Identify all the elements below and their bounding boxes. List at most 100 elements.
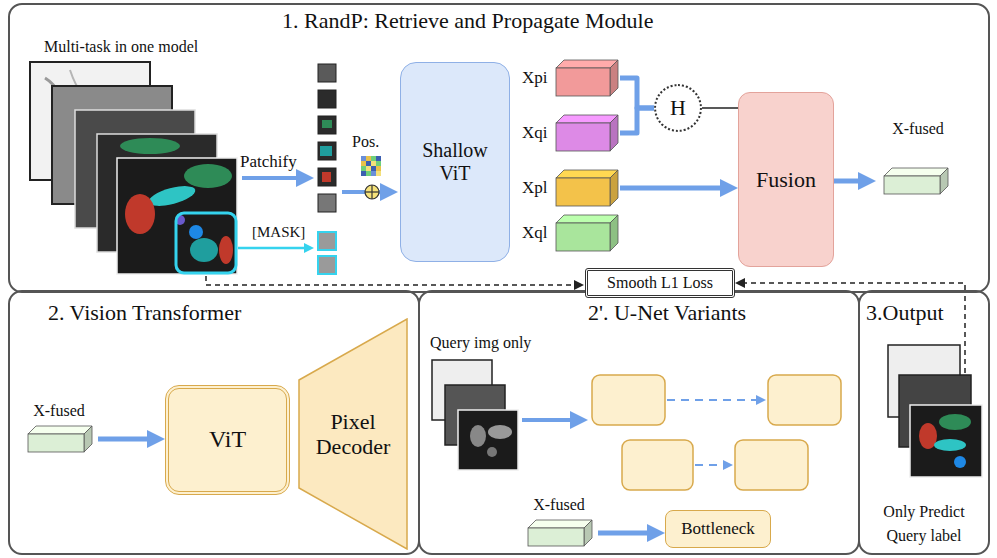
image-stack xyxy=(219,236,233,264)
bottleneck-box: Bottleneck xyxy=(665,510,771,548)
feature-cuboid xyxy=(556,115,618,123)
image-stack xyxy=(184,164,232,188)
flow-arrow xyxy=(242,176,302,180)
node-label: ViT xyxy=(209,426,246,454)
position-embedding xyxy=(361,171,366,176)
patch-column xyxy=(318,168,336,186)
feature-cuboid xyxy=(610,215,618,251)
patch-column xyxy=(320,146,332,156)
feature-cuboid xyxy=(28,426,92,434)
position-embedding xyxy=(376,166,381,171)
query-image-stack xyxy=(458,410,518,470)
node-label: Xql xyxy=(522,223,548,243)
feature-cuboid xyxy=(556,215,618,223)
loss-leader xyxy=(206,276,576,285)
feature-cuboid xyxy=(584,520,592,546)
patch-column xyxy=(318,232,336,250)
image-stack xyxy=(120,138,180,154)
flow-arrow xyxy=(620,186,726,191)
panel-heading: 2'. U-Net Variants xyxy=(588,300,746,325)
feature-cuboid xyxy=(610,115,618,151)
module-panel: X-fusedViT Pixel Decoder 2. Vision Transfo… xyxy=(8,290,420,555)
add-symbol xyxy=(371,185,372,199)
position-embedding xyxy=(361,166,366,171)
position-embedding xyxy=(366,166,371,171)
node-label: Pixel Decoder xyxy=(303,409,403,460)
output-panel: 3.OutputOnly Predict Query label xyxy=(858,290,990,555)
position-embedding xyxy=(371,166,376,171)
position-embedding xyxy=(371,161,376,166)
encoder-box: Shallow ViT xyxy=(400,62,510,262)
unet-block xyxy=(768,375,841,425)
flow-arrow xyxy=(620,78,654,108)
feature-cuboid xyxy=(940,168,948,194)
image-stack xyxy=(125,194,155,234)
feature-token: Xpi xyxy=(522,58,620,98)
query-image-stack xyxy=(487,447,497,457)
query-image-stack xyxy=(432,360,518,470)
node-label: X-fused xyxy=(20,402,98,420)
flow-arrow xyxy=(834,179,864,184)
node-label: Xpl xyxy=(522,178,548,198)
feature-cuboid xyxy=(556,123,610,151)
add-symbol xyxy=(365,185,379,199)
loss-arrow xyxy=(743,283,965,290)
panel-heading: 1. RandP: Retrieve and Propagate Module xyxy=(282,8,653,33)
output-image-stack xyxy=(934,439,966,451)
position-embedding xyxy=(366,171,371,176)
feature-cuboid xyxy=(556,68,610,96)
patch-column xyxy=(322,172,331,182)
feature-cuboid xyxy=(528,528,584,546)
patch-column xyxy=(322,120,332,128)
flow-arrow xyxy=(620,108,654,133)
position-embedding xyxy=(366,156,371,161)
feature-cuboid xyxy=(884,176,940,194)
unet-block xyxy=(735,440,808,490)
patch-column xyxy=(318,116,336,134)
feature-cuboid xyxy=(84,426,92,452)
feature-cuboid xyxy=(528,520,592,528)
feature-cuboid xyxy=(884,168,948,176)
step-label: Pos. xyxy=(352,133,379,151)
link-line xyxy=(702,107,738,109)
feature-cuboid xyxy=(28,434,84,452)
feature-token: Xpl xyxy=(522,168,620,208)
module-panel: X-fused Bottleneck 2'. U-Net Variants xyxy=(418,290,860,555)
node-label: Xpi xyxy=(522,68,548,88)
flow-arrow xyxy=(522,418,576,422)
feature-token: X-fused xyxy=(520,496,598,552)
node-label: Bottleneck xyxy=(681,519,755,539)
feature-cuboid xyxy=(610,170,618,206)
position-embedding xyxy=(361,156,381,176)
position-embedding xyxy=(371,156,376,161)
patch-column xyxy=(318,64,336,274)
position-embedding xyxy=(366,161,371,166)
unet-block xyxy=(695,464,725,466)
decoder-shape xyxy=(299,319,407,549)
query-image-stack xyxy=(470,425,486,447)
position-embedding xyxy=(376,156,381,161)
flow-arrow xyxy=(98,437,153,442)
add-symbol xyxy=(365,185,379,199)
feature-cuboid xyxy=(556,223,610,251)
flow-arrow xyxy=(238,247,306,250)
token-label: [MASK] xyxy=(252,224,305,241)
node-label: Fusion xyxy=(756,167,816,192)
output-image-stack xyxy=(939,414,971,430)
feature-cuboid xyxy=(556,170,618,178)
patch-column xyxy=(318,194,336,212)
panel-note: Only Predict Query label xyxy=(864,500,984,548)
image-stack xyxy=(190,238,218,262)
image-stack xyxy=(176,213,236,273)
feature-token: X-fused xyxy=(876,120,960,200)
query-image-stack xyxy=(488,425,512,439)
panel-heading: 2. Vision Transformer xyxy=(48,300,241,325)
node-label: Smooth L1 Loss xyxy=(607,274,713,292)
node-label: X-fused xyxy=(876,120,960,138)
position-embedding xyxy=(376,161,381,166)
operator-circle: H xyxy=(654,84,702,132)
patch-column xyxy=(318,256,336,274)
feature-cuboid xyxy=(556,178,610,206)
loss-box: Smooth L1 Loss xyxy=(585,268,735,298)
